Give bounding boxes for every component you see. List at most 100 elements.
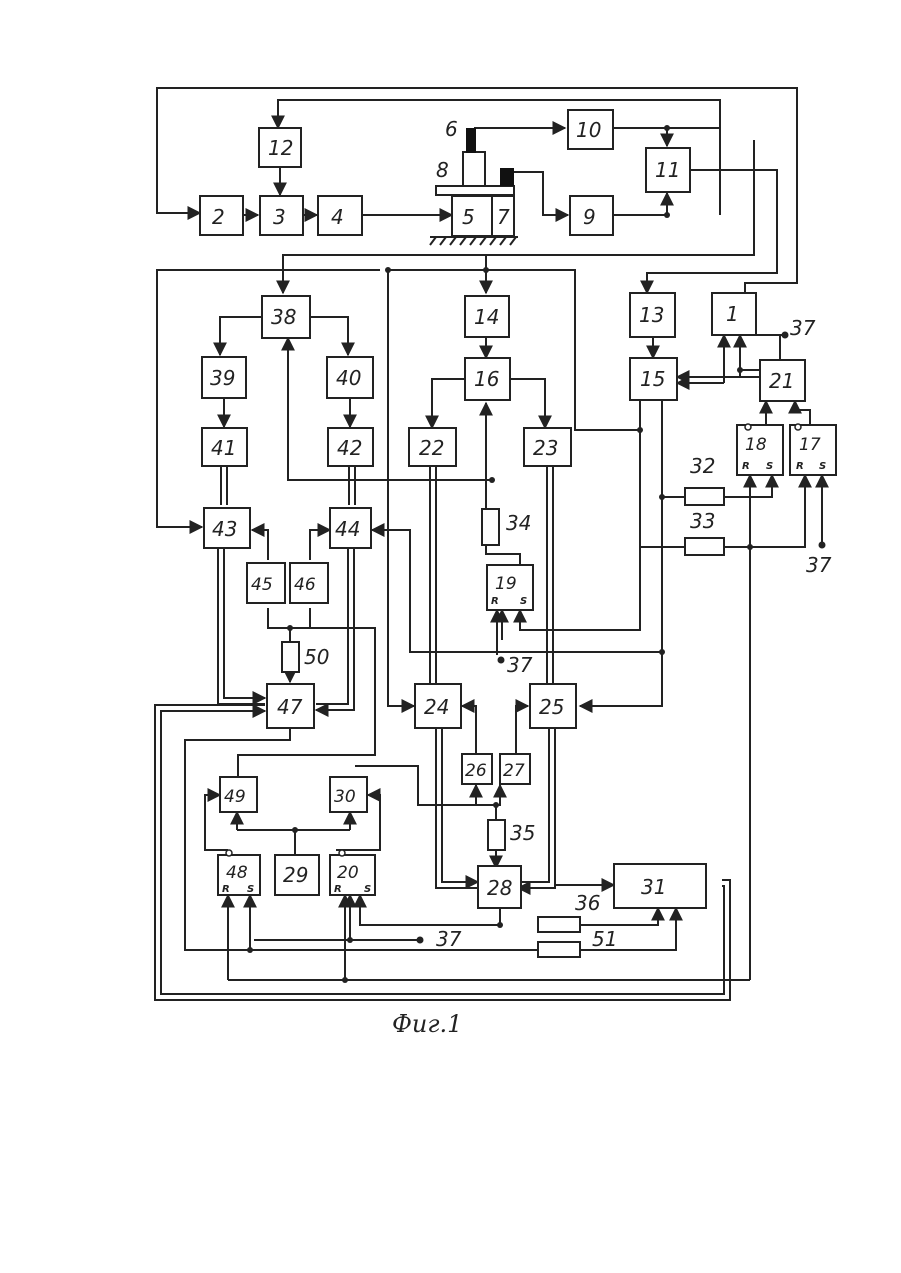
svg-text:24: 24: [424, 695, 449, 719]
svg-text:31: 31: [641, 875, 666, 899]
block-21: 21: [760, 360, 805, 401]
sensor-6: [466, 128, 476, 153]
resistor-36: [538, 917, 580, 932]
block-2: 2: [200, 196, 243, 235]
block-43: 43: [204, 508, 250, 548]
block-41: 41: [202, 428, 247, 466]
resistor-34: [482, 509, 499, 545]
svg-text:45: 45: [251, 575, 273, 595]
svg-text:R: R: [491, 596, 499, 607]
svg-text:7: 7: [497, 205, 510, 229]
block-15: 15: [630, 358, 677, 400]
svg-text:37: 37: [806, 553, 832, 577]
block-29: 29: [275, 855, 319, 895]
svg-text:47: 47: [277, 695, 303, 719]
svg-text:26: 26: [465, 761, 487, 781]
svg-text:2: 2: [212, 205, 225, 229]
svg-text:37: 37: [790, 316, 816, 340]
svg-text:14: 14: [474, 305, 499, 329]
svg-text:50: 50: [304, 645, 329, 669]
free-labels: 6 8 37 37 37 37 32 33 34 50 35 36 51: [304, 117, 832, 951]
block-12: 12: [259, 128, 301, 167]
block-16: 16: [465, 358, 510, 400]
resistor-32: [685, 488, 724, 505]
svg-text:15: 15: [640, 367, 665, 391]
block-38: 38: [262, 296, 310, 338]
block-27: 27: [500, 754, 530, 784]
svg-text:41: 41: [211, 436, 236, 460]
svg-text:37: 37: [436, 927, 462, 951]
block-13: 13: [630, 293, 675, 337]
svg-text:29: 29: [283, 863, 308, 887]
svg-text:33: 33: [690, 509, 715, 533]
block-47: 47: [267, 684, 314, 728]
svg-text:25: 25: [539, 695, 564, 719]
svg-text:3: 3: [273, 205, 286, 229]
svg-text:30: 30: [334, 787, 356, 807]
svg-text:48: 48: [226, 863, 248, 883]
svg-text:44: 44: [335, 517, 360, 541]
svg-text:35: 35: [510, 821, 535, 845]
svg-text:46: 46: [294, 575, 316, 595]
block-49: 49: [220, 777, 257, 812]
svg-text:36: 36: [575, 891, 600, 915]
block-1: 1: [712, 293, 756, 335]
block-11: 11: [646, 148, 690, 192]
svg-text:49: 49: [224, 787, 246, 807]
block-42: 42: [328, 428, 373, 466]
terminal-dots: [417, 332, 826, 944]
resistor-35: [488, 820, 505, 850]
svg-text:17: 17: [799, 435, 821, 455]
svg-text:S: S: [247, 884, 254, 895]
resistor-51: [538, 942, 580, 957]
block-24: 24: [415, 684, 461, 728]
svg-text:R: R: [796, 461, 804, 472]
svg-text:51: 51: [592, 927, 617, 951]
resistor-50: [282, 642, 299, 672]
svg-text:S: S: [819, 461, 826, 472]
svg-text:R: R: [742, 461, 750, 472]
block-10: 10: [568, 110, 613, 149]
block-30: 30: [330, 777, 367, 812]
block-23: 23: [524, 428, 571, 466]
resistor-33: [685, 538, 724, 555]
sensor-7: [500, 168, 514, 186]
svg-text:S: S: [520, 596, 527, 607]
block-26: 26: [462, 754, 492, 784]
svg-text:27: 27: [503, 761, 525, 781]
block-46: 46: [290, 563, 328, 603]
svg-text:12: 12: [268, 136, 293, 160]
svg-text:13: 13: [639, 303, 664, 327]
svg-text:S: S: [364, 884, 371, 895]
block-9: 9: [570, 196, 613, 235]
block-40: 40: [327, 357, 373, 398]
svg-text:20: 20: [337, 863, 359, 883]
svg-text:19: 19: [495, 574, 517, 594]
block-44: 44: [330, 508, 371, 548]
svg-text:6: 6: [445, 117, 458, 141]
svg-text:43: 43: [212, 517, 237, 541]
block-25: 25: [530, 684, 576, 728]
block-39: 39: [202, 357, 246, 398]
svg-text:4: 4: [331, 205, 344, 229]
svg-text:R: R: [334, 884, 342, 895]
block-22: 22: [409, 428, 456, 466]
svg-text:38: 38: [271, 305, 296, 329]
figure-caption: Фиг.1: [392, 1010, 462, 1038]
svg-text:28: 28: [487, 876, 512, 900]
svg-text:37: 37: [507, 653, 533, 677]
svg-text:34: 34: [506, 511, 531, 535]
svg-text:32: 32: [690, 454, 715, 478]
svg-text:R: R: [222, 884, 230, 895]
svg-text:22: 22: [419, 436, 444, 460]
svg-text:21: 21: [769, 369, 794, 393]
block-45: 45: [247, 563, 285, 603]
block-31: 31: [614, 864, 706, 908]
svg-text:1: 1: [726, 302, 739, 326]
block-3: 3: [260, 196, 303, 235]
blocks: 12 2 3 4 10 11 9 38 14 13 1 39 40 16 15 …: [200, 110, 836, 908]
svg-text:9: 9: [583, 205, 596, 229]
svg-text:8: 8: [436, 158, 449, 182]
svg-text:5: 5: [462, 205, 475, 229]
